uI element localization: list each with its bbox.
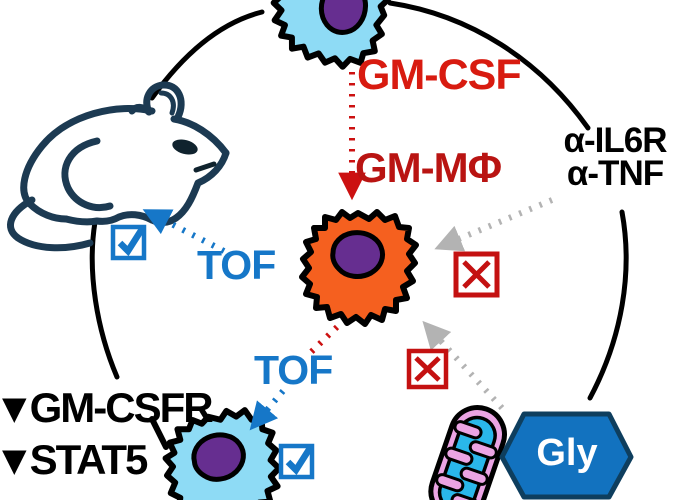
- anti-tnf-label: α-TNF: [566, 154, 664, 193]
- down-triangle-icon: ▼: [2, 389, 27, 427]
- glycolysis-hexagon-icon: [499, 411, 634, 500]
- gm-csf-label: GM-CSF: [357, 51, 522, 99]
- orange-gm-macrophage-cell-icon: [302, 212, 416, 324]
- stat5-downregulated-label: ▼ STAT5: [2, 436, 149, 483]
- stat5-text: STAT5: [29, 436, 149, 483]
- tof-label-in-vitro: TOF: [254, 347, 333, 393]
- checkbox-crossed-icon-gly: [406, 348, 449, 390]
- checkbox-checked-icon-cell: [278, 443, 315, 480]
- checkbox-crossed-icon-anti: [453, 251, 500, 298]
- mouse-eye: [172, 139, 198, 155]
- checkbox-checked-icon-mouse: [110, 224, 147, 261]
- down-triangle-icon: ▼: [2, 441, 27, 479]
- gly-label: Gly: [536, 432, 598, 474]
- mouse-icon: [7, 81, 230, 252]
- gm-csfr-text: GM-CSFR: [29, 384, 214, 431]
- mitochondrion-icon: [428, 405, 507, 500]
- anti-cytokine-labels: α-IL6R α-TNF: [544, 121, 685, 193]
- anti-il6r-label: α-IL6R: [563, 121, 667, 160]
- tof-label-in-vivo: TOF: [197, 242, 276, 288]
- cell-to-tof-dotted-line: [304, 324, 340, 359]
- gm-csfr-downregulated-label: ▼ GM-CSFR: [2, 384, 214, 431]
- gm-mphi-label: GM-MΦ: [355, 144, 502, 191]
- label-callout-line: [149, 416, 169, 450]
- anti-cytokine-dotted-arrow: [434, 197, 554, 252]
